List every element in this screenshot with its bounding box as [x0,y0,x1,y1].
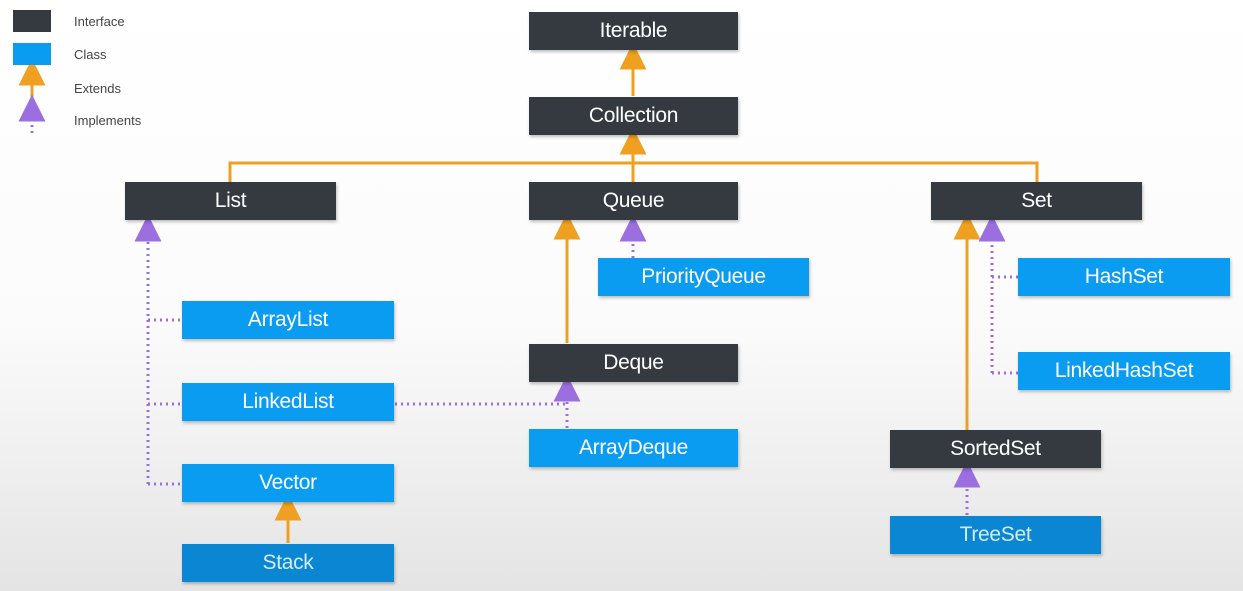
node-list: List [125,182,336,220]
legend-interface: Interface [13,10,125,32]
legend-class-swatch [13,43,51,65]
node-priorityqueue: PriorityQueue [598,258,809,296]
node-queue: Queue [529,182,738,220]
implements-connectors [134,214,1018,515]
legend-interface-swatch [13,10,51,32]
node-treeset: TreeSet [890,516,1101,554]
legend-interface-label: Interface [74,13,125,29]
node-deque: Deque [529,344,738,382]
node-stack: Stack [182,544,394,582]
node-iterable: Iterable [529,12,738,50]
legend-implements-label: Implements [74,112,142,128]
node-arraydeque: ArrayDeque [529,429,738,467]
legend-class: Class [13,43,107,65]
node-vector: Vector [182,464,394,502]
node-linkedlist: LinkedList [182,383,394,421]
node-hashset: HashSet [1018,258,1230,296]
node-arraylist: ArrayList [182,301,394,339]
legend-extends-label: Extends [74,80,121,96]
legend-class-label: Class [74,46,107,62]
node-set: Set [931,182,1142,220]
extends-connectors [228,42,1039,543]
node-sortedset: SortedSet [890,430,1101,468]
node-collection: Collection [529,97,738,135]
node-linkedhashset: LinkedHashSet [1018,352,1230,390]
